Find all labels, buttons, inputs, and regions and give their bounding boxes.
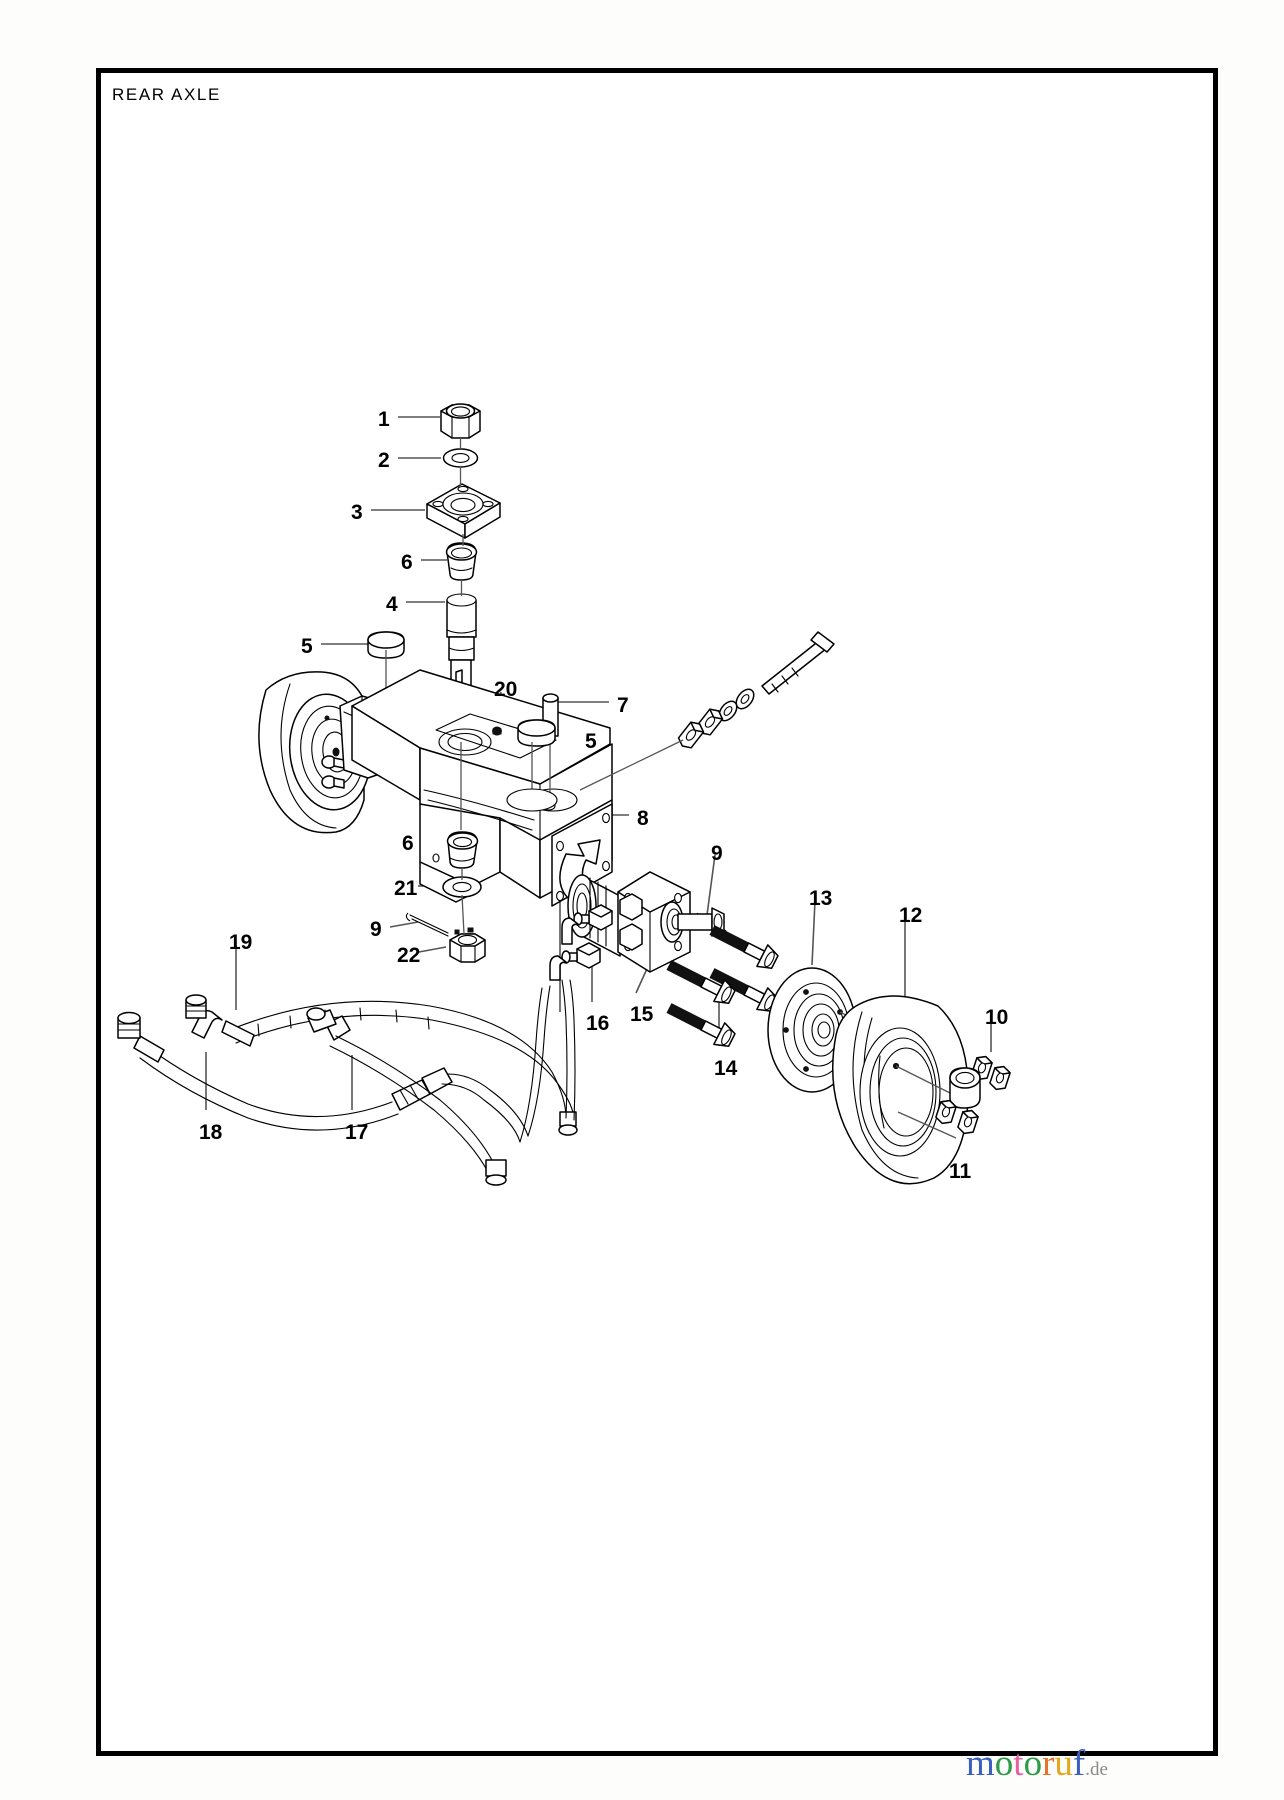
callout-22: 22	[397, 944, 421, 967]
callout-8: 8	[637, 807, 649, 830]
callout-9-lower: 9	[370, 918, 382, 941]
callout-4: 4	[386, 593, 398, 616]
callout-17: 17	[345, 1121, 369, 1144]
callout-9-upper: 9	[711, 842, 723, 865]
callout-3: 3	[351, 501, 363, 524]
site-watermark: motoruf.de	[966, 1742, 1108, 1785]
callout-15: 15	[630, 1003, 654, 1026]
callout-10: 10	[985, 1006, 1009, 1029]
watermark-suffix: .de	[1085, 1759, 1108, 1780]
callout-5-right: 5	[585, 730, 597, 753]
callout-18: 18	[199, 1121, 223, 1144]
callout-13: 13	[809, 887, 833, 910]
callout-16: 16	[586, 1012, 610, 1035]
callout-1: 1	[378, 408, 390, 431]
page-title: REAR AXLE	[112, 85, 221, 104]
callout-7: 7	[617, 694, 629, 717]
callout-19: 19	[229, 931, 253, 954]
callout-21: 21	[394, 877, 418, 900]
diagram-border-frame	[96, 68, 1218, 1756]
callout-14: 14	[714, 1057, 738, 1080]
watermark-letters: motoruf	[966, 1743, 1086, 1784]
callout-11: 11	[949, 1160, 972, 1183]
callout-5-left: 5	[301, 635, 313, 658]
callout-20: 20	[494, 678, 518, 701]
callout-6-upper: 6	[401, 551, 413, 574]
callout-12: 12	[899, 904, 923, 927]
callout-2: 2	[378, 449, 390, 472]
callout-6-lower: 6	[402, 832, 414, 855]
